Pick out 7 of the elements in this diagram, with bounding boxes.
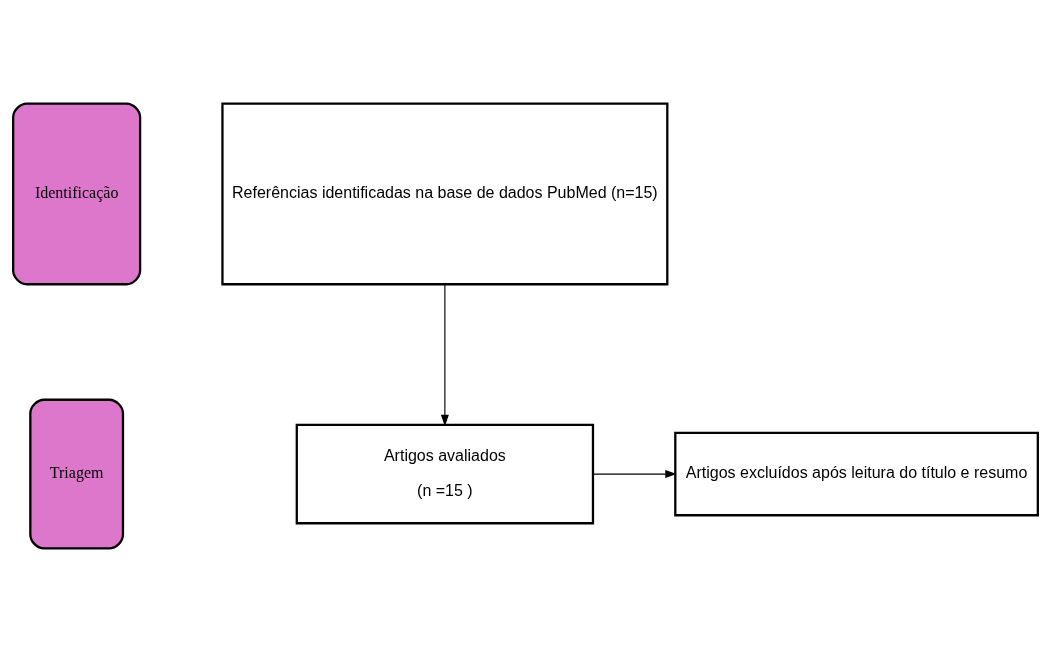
node-box: Artigos excluídos após leitura do título e resumo (674, 431, 1039, 517)
node-box: Referências identificadas na base de dados PubMed (n=15) (221, 102, 669, 286)
arrow (592, 470, 677, 479)
node-box: Identificação (12, 102, 142, 286)
node-box: Triagem (29, 398, 125, 550)
node-box: Artigos avaliados (n =15 ) (295, 423, 595, 525)
arrow (440, 283, 449, 427)
